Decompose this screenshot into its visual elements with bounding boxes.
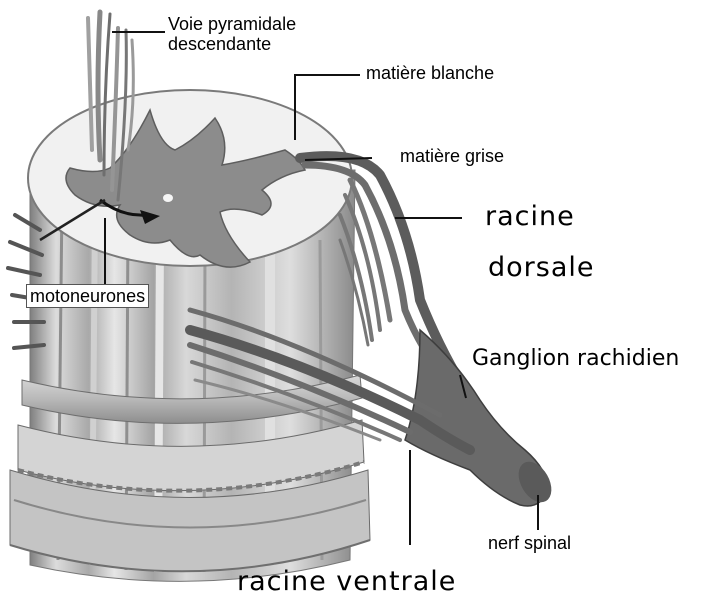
label-ganglion-rachidien: Ganglion rachidien xyxy=(472,347,679,371)
label-motoneurones: motoneurones xyxy=(26,284,149,308)
label-matiere-grise: matière grise xyxy=(400,146,504,166)
label-racine-ventrale: racine ventrale xyxy=(237,567,456,597)
label-voie-line1: Voie pyramidale xyxy=(168,14,296,34)
label-voie-line2: descendante xyxy=(168,34,296,54)
label-racine-dorsale-line2: dorsale xyxy=(488,253,594,283)
label-racine-dorsale-line1: racine xyxy=(485,202,575,232)
label-nerf-spinal: nerf spinal xyxy=(488,533,571,553)
label-matiere-blanche: matière blanche xyxy=(366,63,494,83)
label-voie-pyramidale: Voie pyramidale descendante xyxy=(168,14,296,54)
